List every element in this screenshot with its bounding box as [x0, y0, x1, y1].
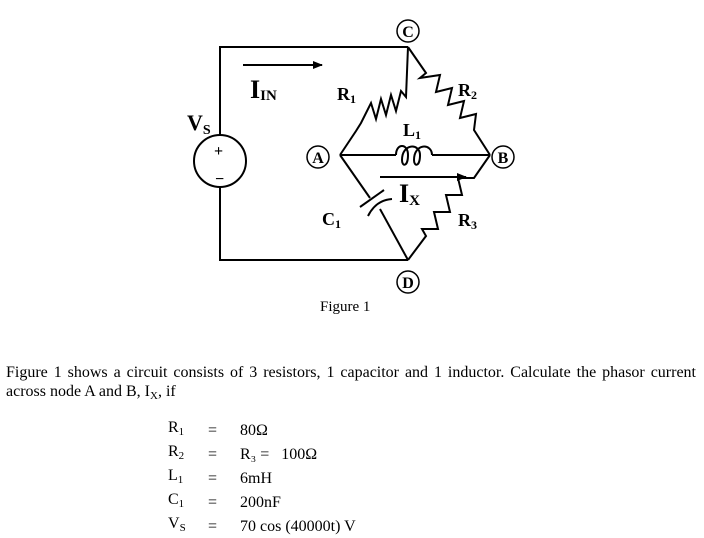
given-row: C1 = 200nF [168, 490, 356, 514]
label-r1: R1 [337, 84, 356, 106]
resistor-r3 [407, 154, 491, 261]
given-value: R₃ = 100Ω [240, 445, 318, 463]
outer-loop-wire [219, 46, 408, 261]
source-minus-sign: − [215, 171, 224, 188]
svg-text:D: D [402, 275, 414, 292]
label-ix: IX [399, 179, 420, 209]
resistor-r1 [339, 46, 409, 156]
given-equals: = [208, 421, 218, 439]
problem-text-end: , if [157, 383, 176, 400]
problem-text-subscript: X [149, 390, 158, 402]
label-r3: R3 [458, 210, 477, 232]
given-name: VS [168, 515, 186, 534]
given-row: R2 = R₃ = 100Ω [168, 442, 356, 466]
node-a: A [306, 145, 330, 169]
node-b: B [491, 145, 515, 169]
given-value: 80Ω [240, 421, 268, 439]
given-row: L1 = 6mH [168, 466, 356, 490]
problem-text: Figure 1 shows a circuit consists of 3 r… [6, 364, 696, 400]
given-equals: = [208, 469, 218, 487]
problem-statement: Figure 1 shows a circuit consists of 3 r… [6, 363, 696, 406]
given-name: L1 [168, 467, 184, 486]
given-value: 70 cos (40000t) V [240, 517, 356, 535]
svg-text:A: A [312, 150, 324, 167]
given-name: R2 [168, 443, 185, 462]
label-c1: C1 [322, 209, 341, 231]
inductor-l1 [340, 145, 490, 166]
given-row: R1 = 80Ω [168, 418, 356, 442]
node-d: D [396, 270, 420, 294]
given-value: 200nF [240, 493, 281, 511]
given-equals: = [208, 517, 218, 535]
label-r2: R2 [458, 80, 477, 102]
given-values-table: R1 = 80Ω R2 = R₃ = 100Ω L1 = 6mH C1 = 20… [168, 418, 356, 538]
svg-text:B: B [498, 150, 509, 167]
figure-caption: Figure 1 [320, 299, 371, 315]
capacitor-c1 [339, 154, 409, 261]
given-equals: = [208, 445, 218, 463]
given-value: 6mH [240, 469, 272, 487]
given-row: VS = 70 cos (40000t) V [168, 514, 356, 538]
svg-text:C: C [402, 24, 414, 41]
given-name: C1 [168, 491, 185, 510]
node-c: C [396, 19, 420, 43]
given-name: R1 [168, 419, 185, 438]
voltage-source: + − [193, 134, 247, 188]
circuit-diagram: + − VS IIN R1 R2 R3 C1 L1 IX C A [187, 19, 515, 294]
resistor-r2 [407, 46, 491, 156]
label-l1: L1 [403, 120, 421, 142]
label-iin: IIN [250, 75, 277, 104]
given-equals: = [208, 493, 218, 511]
label-vs: VS [187, 110, 211, 138]
source-plus-sign: + [214, 143, 223, 160]
